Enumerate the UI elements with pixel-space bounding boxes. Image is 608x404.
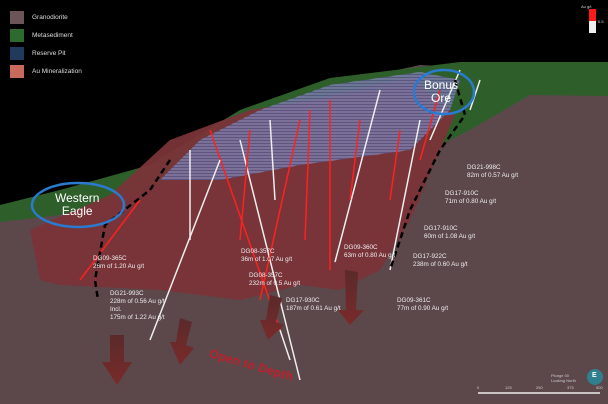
scale-tick: 125 (505, 385, 512, 390)
legend-item-metasediment: Metasediment (10, 26, 82, 44)
bonus-ore-label: Bonus Ore (424, 78, 459, 105)
bonus-ore-outline (412, 68, 476, 116)
legend-swatch (10, 10, 24, 24)
legend-label: Granodiorite (32, 13, 68, 21)
legend-swatch (10, 46, 24, 60)
colorbar: Au g/t 0.5 (581, 4, 604, 33)
western-eagle-label: Western Eagle (55, 191, 100, 218)
legend-swatch (10, 28, 24, 42)
scale-tick: 500 (596, 385, 603, 390)
legend-item-reserve-pit: Reserve Pit (10, 44, 82, 62)
compass-icon[interactable] (587, 369, 603, 385)
scale-tick: 0 (477, 385, 480, 390)
compass-letter: E (592, 372, 597, 379)
legend-item-au-mineralization: Au Mineralization (10, 62, 82, 80)
colorbar-threshold: 0.5 (598, 19, 604, 24)
legend-swatch (10, 64, 24, 78)
legend: Granodiorite Metasediment Reserve Pit Au… (10, 8, 82, 80)
scale-tick: 375 (567, 385, 574, 390)
western-boundary (93, 159, 172, 301)
legend-label: Metasediment (32, 31, 73, 39)
eastern-boundary (388, 79, 467, 271)
western-eagle-outline (30, 181, 126, 229)
scale-tick: 250 (536, 385, 543, 390)
open-to-depth-arrows (102, 270, 364, 385)
legend-label: Reserve Pit (32, 49, 66, 57)
colorbar-title: Au g/t (581, 4, 592, 9)
legend-label: Au Mineralization (32, 67, 82, 75)
legend-item-granodiorite: Granodiorite (10, 8, 82, 26)
drill-holes (79, 69, 481, 381)
